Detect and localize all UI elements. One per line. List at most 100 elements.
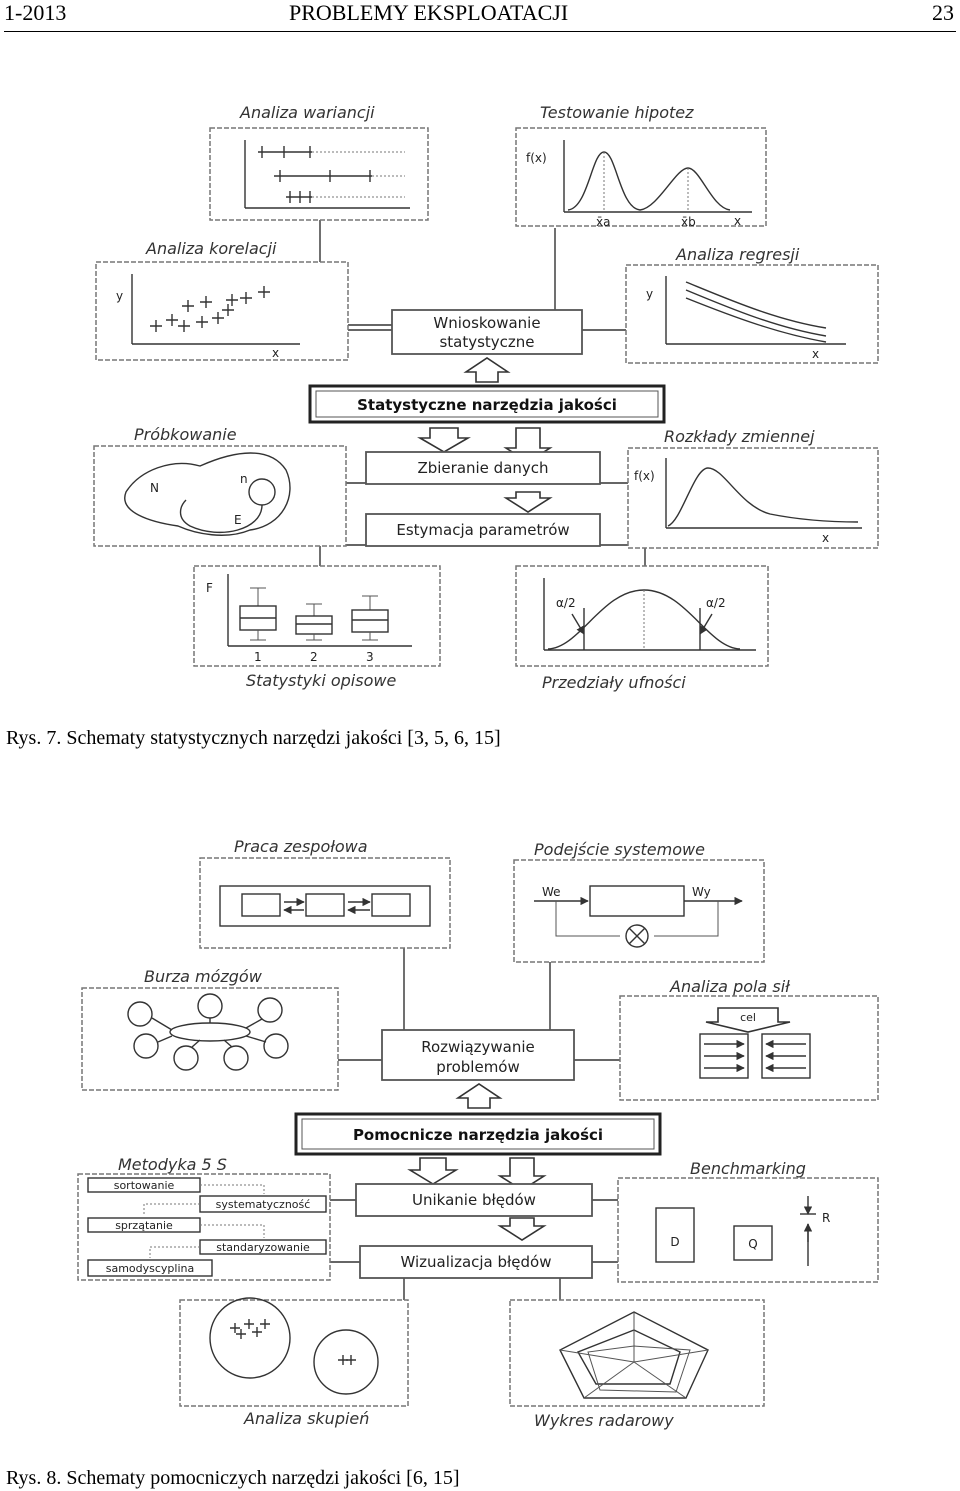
label-wykres-radarowy: Wykres radarowy xyxy=(534,1411,674,1430)
5s-step-1: sortowanie xyxy=(114,1179,175,1192)
arrow-up-hollow xyxy=(455,1083,503,1109)
label-rozklady-zmiennej: Rozkłady zmiennej xyxy=(664,427,815,446)
label-probkowanie: Próbkowanie xyxy=(134,425,237,444)
svg-text:Wnioskowanie: Wnioskowanie xyxy=(433,314,540,332)
svg-text:Estymacja parametrów: Estymacja parametrów xyxy=(396,521,569,539)
svg-text:Unikanie błędów: Unikanie błędów xyxy=(412,1191,536,1209)
label-podejscie-systemowe: Podejście systemowe xyxy=(534,840,705,859)
panel-podejscie-systemowe: Podejście systemowe We Wy xyxy=(513,840,765,963)
svg-text:x̄a: x̄a xyxy=(596,215,610,229)
regression-mid xyxy=(685,289,827,337)
label-analiza-pola-sil: Analiza pola sił xyxy=(669,977,791,996)
svg-text:n: n xyxy=(240,472,248,486)
svg-text:Q: Q xyxy=(748,1237,757,1251)
comparator-icon xyxy=(625,924,649,948)
panel-testowanie-hipotez: Testowanie hipotez f(x) x x̄a x̄b xyxy=(515,103,767,229)
radar-axes xyxy=(559,1312,709,1399)
svg-text:Zbieranie danych: Zbieranie danych xyxy=(417,459,548,477)
box-wizualizacja: Wizualizacja błędów xyxy=(359,1245,593,1279)
svg-text:x: x xyxy=(272,346,279,360)
journal-title: PROBLEMY EKSPLOATACJI xyxy=(289,0,569,25)
svg-text:statystyczne: statystyczne xyxy=(439,333,534,351)
svg-text:f(x): f(x) xyxy=(526,151,547,165)
two-distributions-curve xyxy=(567,151,731,211)
figure1-caption: Rys. 7. Schematy statystycznych narzędzi… xyxy=(6,727,501,749)
panel-analiza-pola-sil: Analiza pola sił cel xyxy=(619,977,879,1101)
panel-analiza-regresji: Analiza regresji y x xyxy=(625,245,879,364)
label-analiza-wariancji: Analiza wariancji xyxy=(239,103,375,122)
svg-text:We: We xyxy=(542,885,561,899)
cluster-1 xyxy=(209,1297,291,1379)
panel-praca-zespolowa: Praca zespołowa xyxy=(199,837,451,949)
svg-text:F: F xyxy=(206,581,213,595)
svg-text:α/2: α/2 xyxy=(706,596,726,610)
svg-text:Statystyczne narzędzia jakości: Statystyczne narzędzia jakości xyxy=(357,396,617,414)
label-analiza-skupien: Analiza skupień xyxy=(243,1409,369,1428)
panel-przedzialy-ufnosci: α/2 α/2 Przedziały ufności xyxy=(515,565,769,692)
label-burza-mozgow: Burza mózgów xyxy=(144,967,263,986)
arrow-down-hollow-lower xyxy=(503,491,553,513)
label-praca-zespolowa: Praca zespołowa xyxy=(234,837,368,856)
box-wnioskowanie: Wnioskowanie statystyczne xyxy=(391,309,583,355)
box-unikanie: Unikanie błędów xyxy=(355,1183,593,1217)
issue-number: 1-2013 xyxy=(4,0,67,25)
header-rule xyxy=(4,31,956,32)
svg-text:x: x xyxy=(734,214,741,228)
radar-outer xyxy=(559,1311,709,1399)
svg-text:α/2: α/2 xyxy=(556,596,576,610)
5s-step-3: sprzątanie xyxy=(115,1219,173,1232)
box-rozwiazywanie: Rozwiązywanie problemów xyxy=(381,1029,575,1081)
figure-auxiliary-tools: Praca zespołowa Podejście systemowe We W… xyxy=(77,837,879,1430)
population-blob xyxy=(124,452,291,536)
scatter-plus-marks xyxy=(150,286,270,332)
svg-text:x: x xyxy=(822,531,829,545)
arrow-down-hollow-lower xyxy=(497,1217,547,1241)
box-estymacja: Estymacja parametrów xyxy=(365,513,601,547)
svg-text:3: 3 xyxy=(366,650,374,664)
svg-text:R: R xyxy=(822,1211,830,1225)
panel-probkowanie: Próbkowanie N n E xyxy=(93,425,347,547)
svg-text:y: y xyxy=(116,289,123,303)
boxplot-3 xyxy=(351,595,389,641)
panel-metodyka-5s: Metodyka 5 S sortowanie systematyczność … xyxy=(77,1155,331,1281)
panel-rozklady-zmiennej: Rozkłady zmiennej f(x) x xyxy=(627,427,879,549)
svg-text:Wizualizacja błędów: Wizualizacja błędów xyxy=(401,1253,552,1271)
panel-burza-mozgow: Burza mózgów xyxy=(81,967,339,1091)
svg-text:1: 1 xyxy=(254,650,262,664)
svg-text:problemów: problemów xyxy=(436,1058,520,1076)
panel-analiza-skupien: Analiza skupień xyxy=(179,1297,409,1428)
boxplot-2 xyxy=(295,603,333,641)
regression-lower xyxy=(685,297,827,343)
label-testowanie-hipotez: Testowanie hipotez xyxy=(540,103,694,122)
svg-text:2: 2 xyxy=(310,650,318,664)
cluster-2-points xyxy=(338,1355,356,1365)
skewed-distribution xyxy=(667,467,859,527)
arrow-down-hollow-left xyxy=(407,1157,459,1185)
svg-text:y: y xyxy=(646,287,653,301)
arrow-up-hollow xyxy=(463,357,511,383)
figure-statistical-tools: Analiza wariancji Testowanie hipotez f(x… xyxy=(93,103,879,692)
boxplot-1 xyxy=(239,587,277,641)
svg-text:N: N xyxy=(150,481,159,495)
svg-text:Wy: Wy xyxy=(692,885,711,899)
label-benchmarking: Benchmarking xyxy=(690,1159,806,1178)
page-number: 23 xyxy=(932,0,954,25)
panel-analiza-wariancji: Analiza wariancji xyxy=(209,103,429,221)
svg-text:x: x xyxy=(812,347,819,361)
svg-text:cel: cel xyxy=(740,1011,756,1024)
svg-text:f(x): f(x) xyxy=(634,469,655,483)
box-statystyczne-narzedzia: Statystyczne narzędzia jakości xyxy=(308,384,666,424)
panel-wykres-radarowy: Wykres radarowy xyxy=(509,1299,765,1430)
page-header: 1-2013 PROBLEMY EKSPLOATACJI 23 xyxy=(0,0,960,34)
svg-text:Pomocnicze narzędzia jakości: Pomocnicze narzędzia jakości xyxy=(353,1126,603,1144)
5s-step-4: standaryzowanie xyxy=(216,1241,310,1254)
arrow-down-hollow-right xyxy=(497,1157,547,1191)
panel-statystyki-opisowe: F 1 2 3 Statystyki opisowe xyxy=(193,565,441,690)
arrow-down-hollow-left xyxy=(417,427,471,453)
label-metodyka-5s: Metodyka 5 S xyxy=(118,1155,227,1174)
5s-step-5: samodyscyplina xyxy=(106,1262,195,1275)
box-pomocnicze-narzedzia: Pomocnicze narzędzia jakości xyxy=(294,1112,662,1156)
regression-upper xyxy=(685,281,827,329)
svg-text:x̄b: x̄b xyxy=(681,215,696,229)
label-analiza-regresji: Analiza regresji xyxy=(675,245,800,264)
